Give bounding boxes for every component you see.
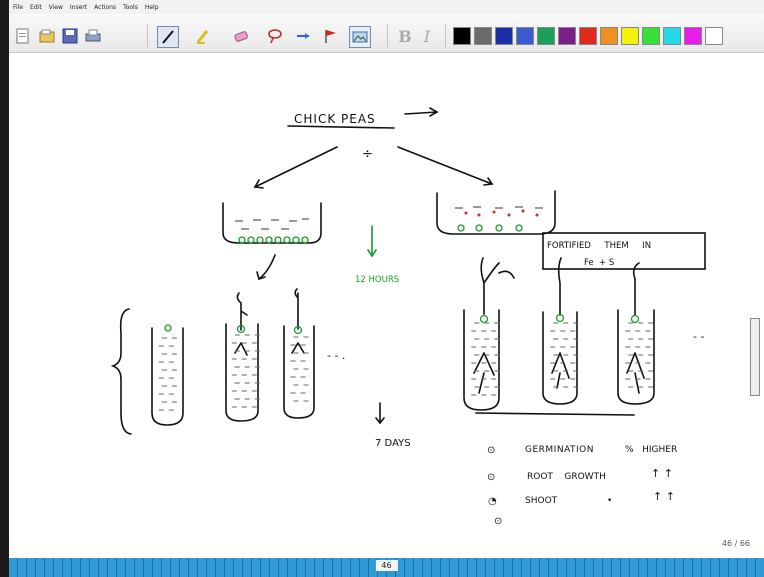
test-tube-2 bbox=[226, 324, 258, 421]
color-swatch[interactable] bbox=[516, 27, 534, 45]
result-shoot-label: SHOOT bbox=[525, 496, 558, 506]
menu-tools[interactable]: Tools bbox=[123, 4, 138, 11]
page-navigation-bar[interactable]: 46 bbox=[9, 558, 764, 577]
color-swatch[interactable] bbox=[705, 27, 723, 45]
menu-edit[interactable]: Edit bbox=[30, 4, 42, 11]
color-swatch[interactable] bbox=[663, 27, 681, 45]
color-swatch[interactable] bbox=[474, 27, 492, 45]
brace bbox=[113, 309, 131, 434]
test-tube-3 bbox=[284, 326, 314, 418]
menu-insert[interactable]: Insert bbox=[70, 4, 87, 11]
test-tube-1 bbox=[152, 328, 183, 425]
color-swatch[interactable] bbox=[558, 27, 576, 45]
italic-icon[interactable]: I bbox=[417, 26, 437, 46]
whiteboard-canvas[interactable]: CHICK PEAS ÷ 12 HOURS 7 DAYS FORTIFIED T… bbox=[9, 53, 764, 556]
bullet-2: ⊙ bbox=[487, 472, 495, 483]
fortified-box bbox=[543, 233, 705, 269]
left-branch-arrow bbox=[255, 147, 337, 187]
current-page-number[interactable]: 46 bbox=[375, 560, 397, 571]
ditto-mark: • bbox=[607, 496, 612, 506]
highlighter-icon[interactable] bbox=[193, 26, 213, 46]
color-swatch[interactable] bbox=[684, 27, 702, 45]
menu-file[interactable]: File bbox=[13, 4, 23, 11]
fortified-elements: Fe + S bbox=[584, 258, 614, 268]
results-divider bbox=[476, 413, 634, 415]
test-tube-5 bbox=[543, 312, 577, 404]
time-7-days: 7 DAYS bbox=[375, 438, 411, 449]
result-root-value: ↑ ↑ bbox=[651, 467, 673, 480]
bold-icon[interactable]: B bbox=[395, 26, 415, 46]
open-icon[interactable] bbox=[37, 26, 57, 46]
lasso-icon[interactable] bbox=[265, 26, 285, 46]
color-swatch[interactable] bbox=[495, 27, 513, 45]
print-icon[interactable] bbox=[83, 26, 103, 46]
color-swatch[interactable] bbox=[642, 27, 660, 45]
color-swatch[interactable] bbox=[537, 27, 555, 45]
handwritten-notes: CHICK PEAS ÷ 12 HOURS 7 DAYS FORTIFIED T… bbox=[9, 53, 764, 556]
title-text: CHICK PEAS bbox=[294, 112, 376, 126]
menu-view[interactable]: View bbox=[49, 4, 63, 11]
color-swatch[interactable] bbox=[600, 27, 618, 45]
ellipsis-right: - - bbox=[693, 330, 704, 343]
divide-mark: ÷ bbox=[362, 147, 373, 162]
bullet-4: ⊙ bbox=[494, 516, 502, 527]
menu-bar: File Edit View Insert Actions Tools Help bbox=[9, 0, 764, 14]
toolbar: B I bbox=[9, 14, 764, 53]
title-arrow bbox=[405, 112, 437, 114]
color-swatch[interactable] bbox=[453, 27, 471, 45]
menu-actions[interactable]: Actions bbox=[94, 4, 116, 11]
result-germination-label: GERMINATION bbox=[525, 445, 594, 455]
color-swatch[interactable] bbox=[621, 27, 639, 45]
insert-space-icon[interactable] bbox=[293, 26, 313, 46]
red-dots bbox=[465, 210, 539, 217]
fortified-label: FORTIFIED THEM IN bbox=[547, 241, 651, 251]
page-indicator: 46 / 66 bbox=[722, 539, 750, 548]
image-icon[interactable] bbox=[349, 26, 371, 48]
save-icon[interactable] bbox=[60, 26, 80, 46]
result-shoot-value: ↑ ↑ bbox=[653, 490, 675, 503]
time-12-hours: 12 HOURS bbox=[355, 275, 399, 285]
title-underline bbox=[288, 126, 394, 128]
pen-icon[interactable] bbox=[157, 26, 179, 48]
right-branch-arrow bbox=[398, 147, 492, 184]
whiteboard-app: File Edit View Insert Actions Tools Help bbox=[9, 0, 764, 577]
bullet-3: ◔ bbox=[488, 496, 497, 507]
result-root-label: ROOT GROWTH bbox=[527, 472, 606, 482]
bullet-1: ⊙ bbox=[487, 445, 495, 456]
ellipsis-left: - - . bbox=[327, 349, 345, 362]
menu-help[interactable]: Help bbox=[145, 4, 159, 11]
result-germination-value: % HIGHER bbox=[625, 445, 677, 455]
scrollbar-thumb[interactable] bbox=[750, 318, 760, 396]
eraser-icon[interactable] bbox=[231, 26, 251, 46]
color-swatch[interactable] bbox=[579, 27, 597, 45]
flag-icon[interactable] bbox=[321, 26, 341, 46]
new-page-icon[interactable] bbox=[13, 26, 33, 46]
